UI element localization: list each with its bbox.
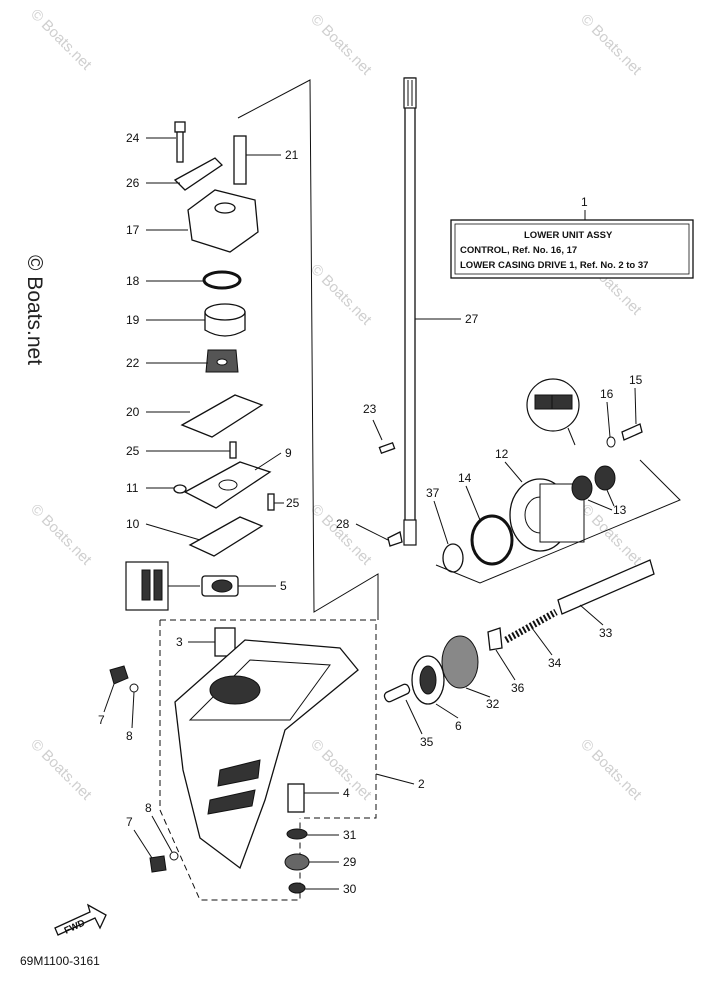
- callout-36: 36: [511, 681, 525, 695]
- callout-7: 7: [98, 713, 105, 727]
- callout-5: 5: [280, 579, 287, 593]
- callout-22: 22: [126, 356, 140, 370]
- watermark: © Boats.net: [577, 736, 645, 804]
- callout-3: 3: [176, 635, 183, 649]
- callout-28: 28: [336, 517, 350, 531]
- callout-31: 31: [343, 828, 357, 842]
- callout-12: 12: [495, 447, 509, 461]
- callout-8b: 8: [145, 801, 152, 815]
- drive-shaft-27: [403, 77, 417, 546]
- lower-casing-2: [174, 639, 359, 870]
- assy-title: LOWER UNIT ASSY: [524, 230, 613, 241]
- callout-18: 18: [126, 274, 140, 288]
- callout-7b: 7: [126, 815, 133, 829]
- callout-24: 24: [126, 131, 140, 145]
- watermark: © Boats.net: [307, 261, 375, 329]
- watermark: © Boats.net: [577, 11, 645, 79]
- callout-21: 21: [285, 148, 299, 162]
- callout-10: 10: [126, 517, 140, 531]
- side-watermark: © Boats.net: [23, 255, 46, 365]
- callout-32: 32: [486, 697, 500, 711]
- fwd-label: FWD: [63, 918, 87, 937]
- callout-27: 27: [465, 312, 479, 326]
- callout-25: 25: [126, 444, 140, 458]
- watermark: © Boats.net: [27, 6, 95, 74]
- callout-15: 15: [629, 373, 643, 387]
- callout-35: 35: [420, 735, 434, 749]
- seal-detail-inset: [526, 378, 580, 446]
- impeller-22: [205, 349, 239, 373]
- callout-11: 11: [126, 481, 139, 495]
- callout-9: 9: [285, 446, 292, 460]
- watermark: © Boats.net: [307, 736, 375, 804]
- assy-line-1: CONTROL, Ref. No. 16, 17: [460, 245, 577, 256]
- watermark: © Boats.net: [27, 736, 95, 804]
- callout-17: 17: [126, 223, 140, 237]
- watermark: © Boats.net: [307, 11, 375, 79]
- assy-line-2: LOWER CASING DRIVE 1, Ref. No. 2 to 37: [460, 260, 648, 271]
- callout-34: 34: [548, 656, 562, 670]
- callout-1: 1: [581, 195, 588, 209]
- watermark: © Boats.net: [27, 501, 95, 569]
- callout-37: 37: [426, 486, 440, 500]
- bearing-5: [125, 561, 239, 611]
- watermark: © Boats.net: [577, 501, 645, 569]
- bolt-24: [174, 121, 186, 163]
- callout-25b: 25: [286, 496, 300, 510]
- callout-29: 29: [343, 855, 357, 869]
- assy-label-box: 1 LOWER UNIT ASSY CONTROL, Ref. No. 16, …: [450, 195, 694, 279]
- callout-33: 33: [599, 626, 613, 640]
- callout-14: 14: [458, 471, 472, 485]
- callout-2: 2: [418, 777, 425, 791]
- callout-19: 19: [126, 313, 140, 327]
- callouts: 24 21 26 17 18 19 22 20 25 9 11 25: [98, 131, 643, 896]
- fwd-arrow: FWD: [54, 903, 107, 937]
- callout-16: 16: [600, 387, 614, 401]
- watermark: © Boats.net: [307, 501, 375, 569]
- callout-6: 6: [455, 719, 462, 733]
- callout-4: 4: [343, 786, 350, 800]
- callout-26: 26: [126, 176, 140, 190]
- callout-8: 8: [126, 729, 133, 743]
- diagram-code: 69M1100-3161: [20, 954, 100, 968]
- callout-23: 23: [363, 402, 377, 416]
- callout-13: 13: [613, 503, 627, 517]
- callout-30: 30: [343, 882, 357, 896]
- callout-20: 20: [126, 405, 140, 419]
